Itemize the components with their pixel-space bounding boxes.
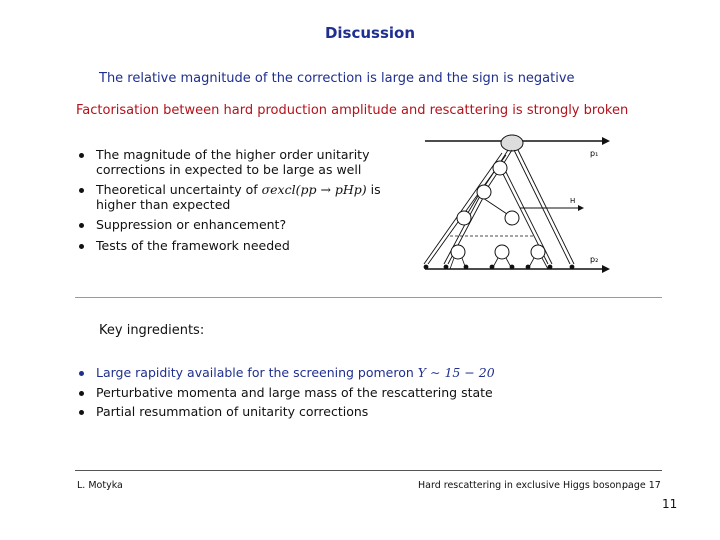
math-expression: Y ∼ 15 − 20 [417, 365, 495, 380]
slide-number: 11 [662, 497, 678, 511]
bullet-list-key: Large rapidity available for the screeni… [76, 365, 576, 425]
list-item: Large rapidity available for the screeni… [76, 365, 576, 381]
list-item: Perturbative momenta and large mass of t… [76, 384, 576, 401]
vertex [504, 210, 520, 226]
vertex [494, 244, 510, 260]
hard-vertex-blob [500, 134, 524, 152]
vertex [492, 160, 508, 176]
bullet-text: Large rapidity available for the screeni… [96, 365, 418, 380]
arrow-icon [578, 205, 584, 211]
label-p1: p₁ [590, 149, 598, 158]
subtitle-blue: The relative magnitude of the correction… [99, 71, 575, 86]
bullet-text: Theoretical uncertainty of [96, 182, 262, 197]
bullet-icon [79, 390, 84, 396]
bullet-text: Partial resummation of unitarity correct… [96, 404, 369, 419]
vertex-group [450, 160, 546, 260]
subtitle-red: Factorisation between hard production am… [76, 103, 629, 118]
math-expression: σexcl(pp → pHp) [261, 182, 367, 197]
bullet-text: Perturbative momenta and large mass of t… [96, 384, 493, 400]
list-item: Theoretical uncertainty of σexcl(pp → pH… [76, 182, 396, 212]
feynman-diagram: p₁ p₂ H [423, 134, 610, 273]
bullet-icon [79, 223, 84, 228]
list-item: Suppression or enhancement? [76, 217, 396, 233]
bullet-icon [79, 371, 84, 376]
vertex [456, 210, 472, 226]
list-item: Partial resummation of unitarity correct… [76, 404, 576, 420]
label-p2: p₂ [590, 255, 598, 264]
bullet-list-top: The magnitude of the higher order unitar… [76, 147, 396, 259]
footer-divider [75, 470, 662, 471]
bullet-text: is higher than expected [96, 182, 381, 212]
key-ingredients-heading: Key ingredients: [99, 323, 205, 338]
bullet-text: The magnitude of the higher order unitar… [96, 147, 370, 177]
page-title: Discussion [324, 24, 416, 42]
bullet-text: Suppression or enhancement? [96, 217, 287, 232]
list-item: The magnitude of the higher order unitar… [76, 147, 396, 177]
bullet-icon [79, 153, 84, 158]
arrow-icon [602, 265, 610, 273]
arrow-icon [602, 137, 610, 145]
vertex [450, 244, 466, 260]
footer-author: L. Motyka [77, 480, 123, 491]
bullet-text: Tests of the framework needed [96, 237, 290, 253]
bullet-icon [79, 188, 84, 193]
bullet-icon [79, 243, 84, 249]
footer-page: page 17 [622, 480, 661, 491]
footer-talk-title: Hard rescattering in exclusive Higgs bos… [418, 480, 631, 491]
bottom-dots [423, 264, 575, 270]
vertex [476, 184, 492, 200]
bullet-icon [79, 410, 84, 415]
divider [75, 297, 662, 298]
vertex [530, 244, 546, 260]
list-item: Tests of the framework needed [76, 237, 396, 254]
label-h: H [570, 197, 575, 205]
